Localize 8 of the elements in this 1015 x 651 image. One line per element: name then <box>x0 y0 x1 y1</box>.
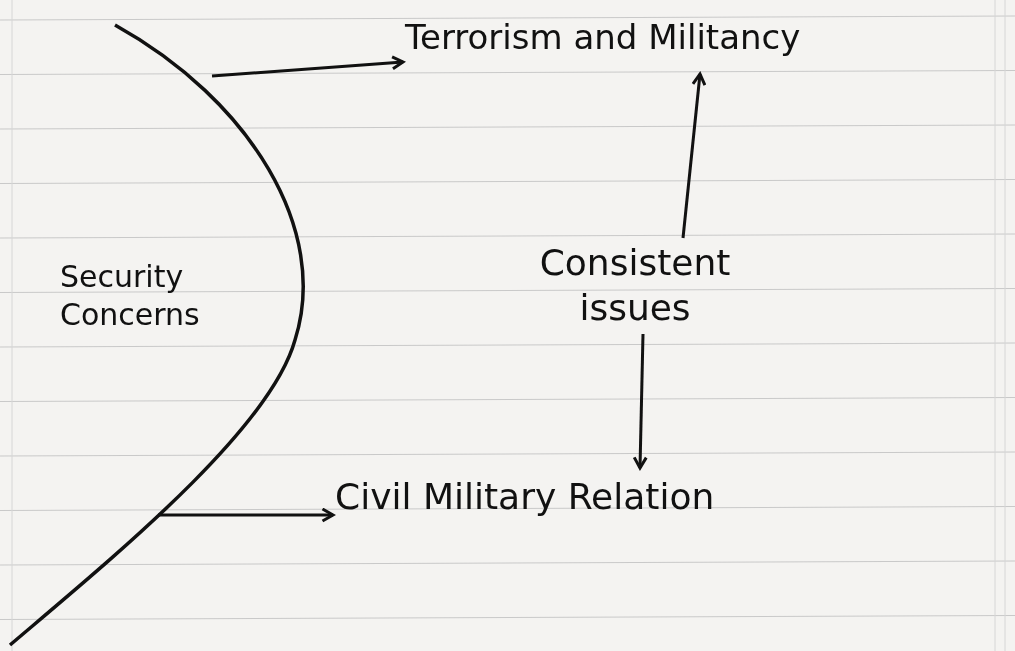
handwritten-text: Civil Military Relation <box>335 475 716 519</box>
arrow <box>211 55 405 78</box>
arrow <box>632 333 648 470</box>
handwritten-text: Terrorism and Militancy <box>405 16 802 59</box>
arrow <box>681 72 707 239</box>
arrow <box>158 507 335 523</box>
handwritten-text: Security Concerns <box>60 258 201 333</box>
handwritten-text: Consistent issues <box>538 241 732 330</box>
